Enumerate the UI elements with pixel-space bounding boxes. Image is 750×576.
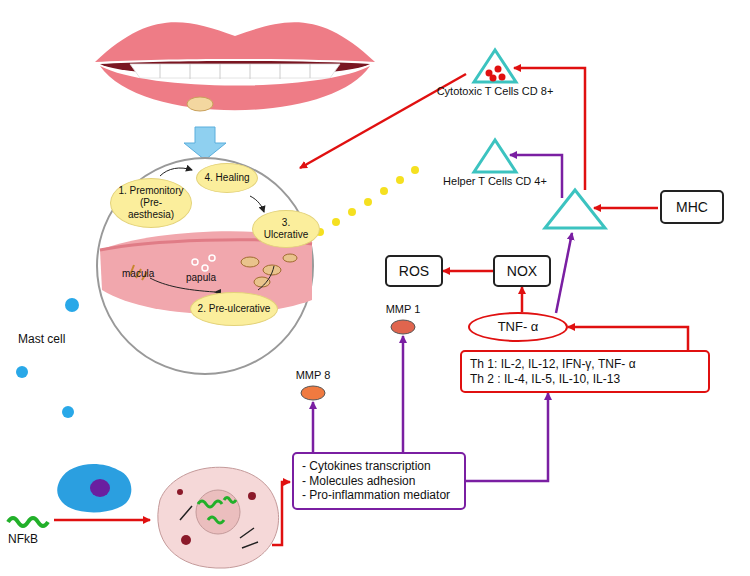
nfkb-arrow [54, 519, 150, 522]
node-text: MHC [676, 199, 708, 216]
process-box: ROS [385, 255, 443, 287]
cytokine-dots [316, 166, 419, 236]
enzyme: MMP 1 [376, 302, 430, 336]
free-label: macula [122, 268, 154, 279]
node-text: Helper T Cells CD 4+ [443, 175, 547, 188]
process-box: - Cytokines transcription- Molecules adh… [292, 452, 466, 510]
node-text: TNF- α [498, 319, 539, 335]
free-label: papula [186, 272, 216, 283]
process-box: NOX [493, 255, 551, 287]
cytokine-ellipse: TNF- α [468, 312, 568, 342]
free-label: Mast cell [18, 332, 65, 346]
node-text: - Pro-inflammation mediator [302, 488, 450, 502]
connector [312, 402, 315, 452]
enzyme-dot [298, 383, 328, 401]
enzyme-dot [388, 317, 418, 335]
node-text: 1. Premonitory (Pre-aesthesia) [117, 185, 185, 221]
lips [95, 22, 375, 111]
node-text: 2. Pre-ulcerative [198, 303, 271, 315]
presentation-arrow [594, 207, 658, 210]
cell-triangle [471, 137, 519, 175]
connector [466, 393, 548, 481]
enzyme: MMP 8 [286, 368, 340, 402]
node-text: 4. Healing [204, 172, 249, 184]
node-text: 3. Ulcerative [259, 217, 313, 241]
connector [443, 270, 493, 273]
lesion-circle [97, 158, 313, 374]
down-arrow [184, 127, 226, 160]
stage-ellipse: 4. Healing [196, 163, 258, 193]
cytokine-box: Th 1: IL-2, IL-12, IFN-γ, TNF- αTh 2 : I… [460, 350, 710, 393]
mast-cell [57, 464, 131, 512]
node-text: NOX [507, 263, 537, 280]
cell-triangle [471, 47, 519, 85]
nfkb-strand [8, 518, 48, 526]
node-text: - Molecules adhesion [302, 474, 415, 488]
nucleated-cell [158, 467, 279, 568]
node-text: MMP 1 [386, 303, 421, 316]
mast-cell-granules [16, 298, 79, 418]
connector [521, 287, 524, 312]
t-cell: Helper T Cells CD 4+ [420, 136, 570, 190]
node-text: Th 2 : IL-4, IL-5, IL-10, IL-13 [470, 372, 620, 386]
free-label: NFkB [8, 532, 38, 546]
node-text: Th 1: IL-2, IL-12, IFN-γ, TNF- α [470, 357, 636, 371]
connector [568, 327, 688, 350]
stage-ellipse: 2. Pre-ulcerative [190, 292, 278, 326]
transcription-arrow [272, 482, 290, 545]
t-cell: Cytotoxic T Cells CD 8+ [420, 46, 570, 100]
node-text: MMP 8 [296, 369, 331, 382]
node-text: - Cytokines transcription [302, 459, 431, 473]
node-text: ROS [399, 263, 429, 280]
node-text: Cytotoxic T Cells CD 8+ [437, 85, 554, 98]
stage-ellipse: 1. Premonitory (Pre-aesthesia) [110, 178, 192, 228]
connector [402, 336, 405, 452]
stage-ellipse: 3. Ulcerative [252, 210, 320, 248]
activation-arrow [556, 233, 572, 313]
process-box: MHC [660, 190, 724, 224]
